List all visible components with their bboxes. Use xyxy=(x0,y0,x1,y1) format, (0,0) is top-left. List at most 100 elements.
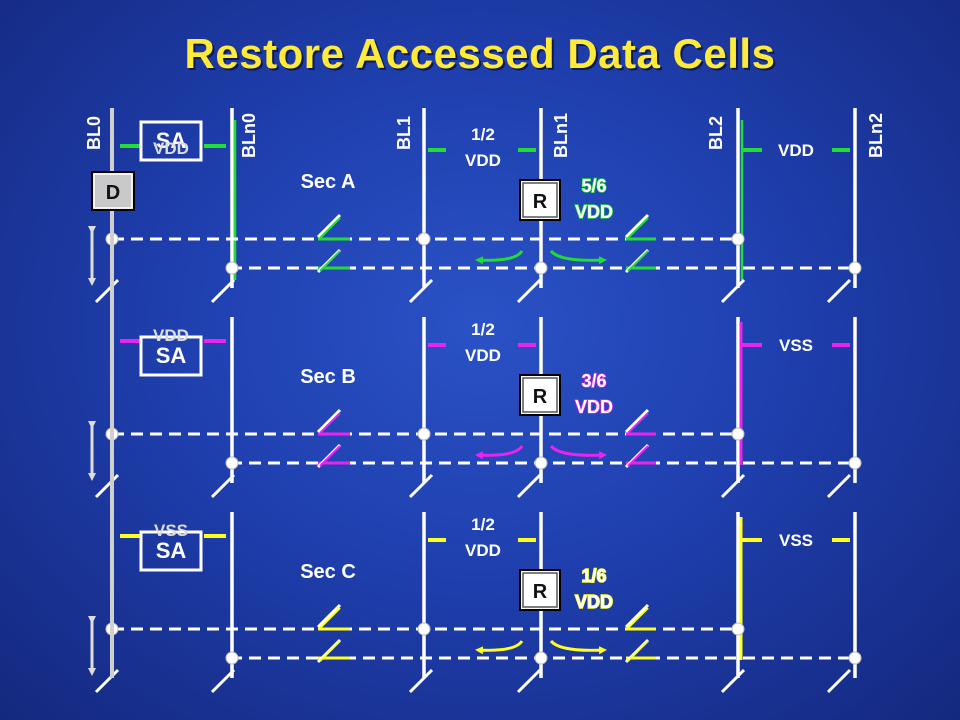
sec-b-cell-dot-3 xyxy=(225,456,239,470)
sec-c-share-arrow-left xyxy=(475,640,524,655)
sec-c-switch-signal-3 xyxy=(627,640,649,662)
sec-b-switch-5 xyxy=(516,473,542,499)
sec-c-switch-8 xyxy=(408,668,434,694)
sec-c-restore-label: R xyxy=(533,581,548,603)
sec-a-sa-level-label: VDD xyxy=(153,139,189,158)
sec-b-restore-box-inner xyxy=(522,377,558,413)
sec-b-switch-1 xyxy=(624,408,650,434)
sec-b-right-level-label: VSS xyxy=(779,336,813,355)
sec-b-cell-dot-1 xyxy=(417,427,431,441)
sec-a-switch-signal-3 xyxy=(627,250,649,272)
sec-b-switch-0 xyxy=(316,408,342,434)
sec-c-switch-4 xyxy=(210,668,236,694)
sec-c-mid-bottom-label: VDD xyxy=(465,541,501,560)
sec-b-share-arrow-right xyxy=(549,444,607,460)
sec-a-cell-dot-4 xyxy=(534,261,548,275)
sec-a-share-arrow-right xyxy=(549,249,607,265)
sec-b-switch-8 xyxy=(408,473,434,499)
sec-b-cell-dot-4 xyxy=(534,456,548,470)
sec-a-sense-amp-box xyxy=(139,120,203,162)
sec-b-sense-amp-box xyxy=(139,335,203,377)
sec-c-switch-5 xyxy=(516,668,542,694)
sec-c-share-arrow-right xyxy=(549,639,607,655)
sec-c-mid-top-label: 1/2 xyxy=(471,515,495,534)
sec-a-switch-signal-2 xyxy=(319,250,341,272)
sec-c-sa-level-label: VSS xyxy=(154,521,188,540)
sec-c-switch-signal-2 xyxy=(319,640,341,662)
bitline-label-bln2: BLn2 xyxy=(866,113,886,158)
slide-title: Restore Accessed Data Cells xyxy=(184,30,776,77)
sec-c-cell-dot-2 xyxy=(731,622,745,636)
sec-a-switch-6 xyxy=(826,278,852,304)
sec-b-switch-signal-0 xyxy=(319,412,341,434)
sec-c-cell-dot-3 xyxy=(225,651,239,665)
sec-b-share-arrow-left xyxy=(475,445,524,460)
sec-a-restore-level-bottom: VDD xyxy=(575,202,613,222)
sec-a-right-level-label: VDD xyxy=(778,141,814,160)
sec-a-cell-dot-3 xyxy=(225,261,239,275)
sec-b-restore-box xyxy=(519,374,561,416)
sec-c-switch-signal-1 xyxy=(627,607,649,629)
sec-c-right-level-label: VSS xyxy=(779,531,813,550)
sec-c-cell-dot-5 xyxy=(848,651,862,665)
sec-a-sense-amp-label: SA xyxy=(156,128,187,153)
sec-a-cell-dot-2 xyxy=(731,232,745,246)
sec-a-switch-0 xyxy=(316,213,342,239)
bitline-label-bln1: BLn1 xyxy=(551,113,571,158)
sec-c-sense-amp-box xyxy=(139,530,203,572)
sec-b-restore-label: R xyxy=(533,386,548,408)
sec-c-switch-7 xyxy=(720,668,746,694)
sec-b-switch-signal-1 xyxy=(627,412,649,434)
sec-a-switch-5 xyxy=(516,278,542,304)
sec-b-switch-6 xyxy=(826,473,852,499)
sec-b-restore-level-bottom: VDD xyxy=(575,397,613,417)
sec-a-cell-dot-1 xyxy=(417,232,431,246)
sec-a-restore-level-top: 5/6 xyxy=(581,176,606,196)
driver-label: D xyxy=(106,182,120,204)
sec-c-switch-9 xyxy=(94,668,120,694)
sec-c-restore-level-bottom: VDD xyxy=(575,592,613,612)
sec-a-switch-7 xyxy=(720,278,746,304)
sec-a-share-arrow-left xyxy=(475,250,524,265)
sec-a-name-label: Sec A xyxy=(301,171,356,193)
sec-c-switch-0 xyxy=(316,603,342,629)
sec-b-sa-level-label: VDD xyxy=(153,326,189,345)
bitline-label-bln0: BLn0 xyxy=(239,113,259,158)
sec-b-restore-level-top: 3/6 xyxy=(581,371,606,391)
sec-b-switch-4 xyxy=(210,473,236,499)
sec-b-mid-bottom-label: VDD xyxy=(465,346,501,365)
sec-a-restore-box xyxy=(519,179,561,221)
sec-b-name-label: Sec B xyxy=(300,366,356,388)
sec-a-switch-signal-1 xyxy=(627,217,649,239)
sec-a-mid-bottom-label: VDD xyxy=(465,151,501,170)
sec-c-switch-1 xyxy=(624,603,650,629)
bitline-label-bl2: BL2 xyxy=(706,116,726,150)
sec-c-cell-dot-4 xyxy=(534,651,548,665)
sec-b-mid-top-label: 1/2 xyxy=(471,320,495,339)
sec-c-restore-level-top: 1/6 xyxy=(581,566,606,586)
sec-b-switch-9 xyxy=(94,473,120,499)
sec-a-switch-9 xyxy=(94,278,120,304)
bitline-label-bl0: BL0 xyxy=(84,116,104,150)
bitline-label-bl1: BL1 xyxy=(394,116,414,150)
sec-c-sense-amp-label: SA xyxy=(156,538,187,563)
sec-b-cell-dot-5 xyxy=(848,456,862,470)
sec-c-restore-box-inner xyxy=(522,572,558,608)
sec-a-restore-box-inner xyxy=(522,182,558,218)
sec-b-cell-dot-2 xyxy=(731,427,745,441)
sec-c-switch-signal-0 xyxy=(319,607,341,629)
sec-a-switch-4 xyxy=(210,278,236,304)
sec-c-name-label: Sec C xyxy=(300,561,356,583)
driver-block: D xyxy=(91,171,135,211)
sec-a-restore-label: R xyxy=(533,191,548,213)
sec-c-restore-box xyxy=(519,569,561,611)
sec-a-mid-top-label: 1/2 xyxy=(471,125,495,144)
sec-a-cell-dot-5 xyxy=(848,261,862,275)
sec-b-switch-signal-2 xyxy=(319,445,341,467)
sec-a-switch-signal-0 xyxy=(319,217,341,239)
sec-c-cell-dot-1 xyxy=(417,622,431,636)
sec-b-switch-7 xyxy=(720,473,746,499)
sec-a-switch-8 xyxy=(408,278,434,304)
